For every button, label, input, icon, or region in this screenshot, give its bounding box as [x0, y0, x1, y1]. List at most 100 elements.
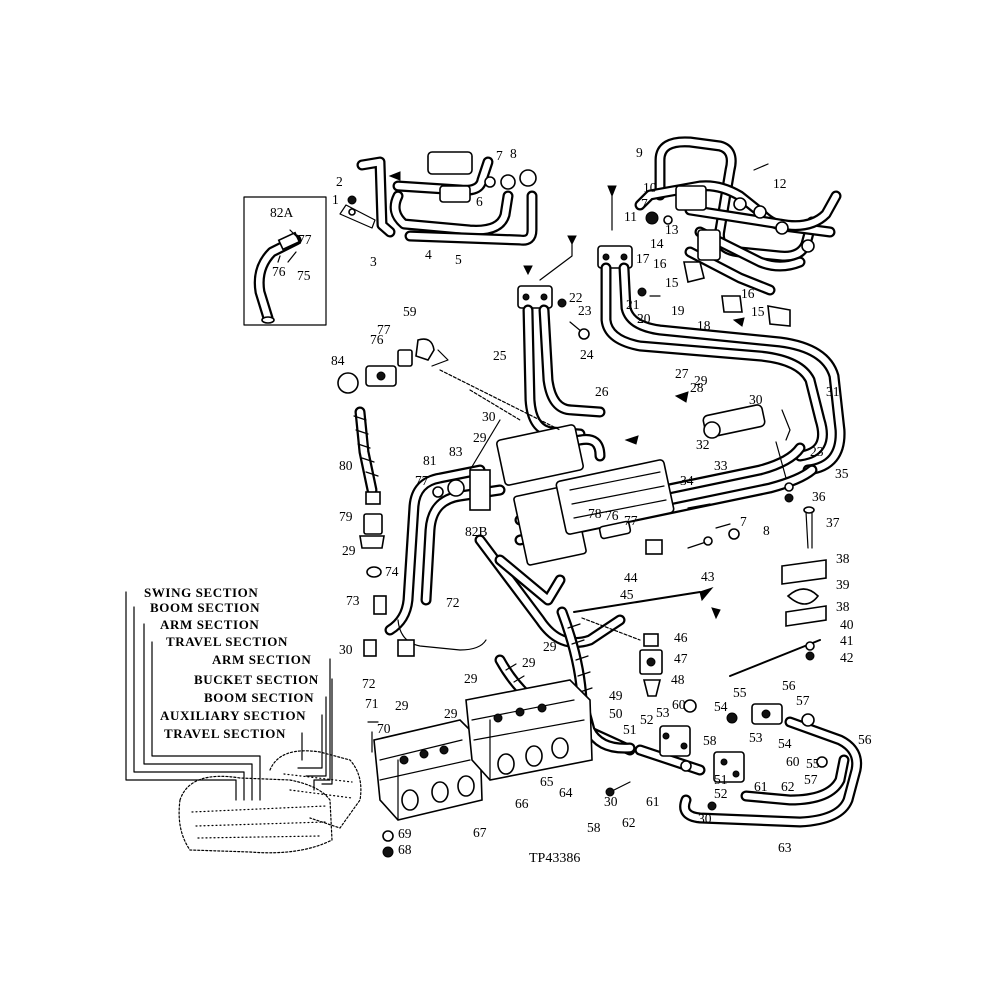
callout-number: 42 [840, 650, 854, 665]
callout-number: 29 [543, 639, 557, 654]
callout-number: 48 [671, 672, 685, 687]
callout-number: 16 [741, 286, 755, 301]
callout-number: 47 [674, 651, 688, 666]
callouts-top: 1 2 3 4 5 6 7 8 [332, 146, 517, 269]
callout-number: 39 [836, 577, 850, 592]
callout-number: 60 [672, 697, 686, 712]
callout-number: 83 [449, 444, 463, 459]
section-leader-lines [125, 591, 333, 801]
callout-number: 60 [786, 754, 800, 769]
callout-number: 5 [455, 252, 462, 267]
callout-number: 74 [385, 564, 399, 579]
callout-number: 3 [370, 254, 377, 269]
callout-number: 10 [643, 180, 657, 195]
section-label-travel: TRAVEL SECTION [166, 634, 288, 649]
callout-number: 15 [665, 275, 679, 290]
inset-label-77: 77 [298, 232, 312, 247]
callout-number: 45 [620, 587, 634, 602]
callout-number: 80 [339, 458, 353, 473]
callout-number: 56 [858, 732, 872, 747]
callout-number: 29 [464, 671, 478, 686]
callout-number: 28 [690, 380, 704, 395]
callout-number: 57 [796, 693, 810, 708]
callout-number: 81 [423, 453, 437, 468]
flow-arrows [388, 171, 745, 641]
callout-number: 17 [636, 251, 650, 266]
callout-number: 29 [395, 698, 409, 713]
callout-number: 52 [714, 786, 728, 801]
callout-number: 66 [515, 796, 529, 811]
callout-number: 30 [604, 794, 618, 809]
callout-number: 62 [781, 779, 795, 794]
callout-number: 43 [701, 569, 715, 584]
long-pilot-lines [514, 262, 846, 546]
callout-number: 37 [826, 515, 840, 530]
callout-number: 16 [653, 256, 667, 271]
control-valve-banks [367, 679, 593, 858]
callout-number: 72 [446, 595, 460, 610]
callout-number: 31 [826, 384, 840, 399]
pilot-valve-blocks [517, 245, 661, 340]
callout-number: 13 [665, 222, 679, 237]
callout-number: 29 [473, 430, 487, 445]
callout-number: 77 [377, 322, 391, 337]
callout-number: 27 [675, 366, 689, 381]
callout-number: 53 [749, 730, 763, 745]
callout-number: 71 [365, 696, 379, 711]
callout-number: 29 [342, 543, 356, 558]
callout-number: 54 [714, 699, 728, 714]
callout-number: 19 [671, 303, 685, 318]
callout-number: 21 [626, 297, 640, 312]
callout-number: 61 [754, 779, 768, 794]
callout-number: 58 [703, 733, 717, 748]
section-reference-blocks [178, 750, 362, 854]
callout-number: 78 [588, 506, 602, 521]
callout-number: 82B [465, 524, 488, 539]
callout-number: 7 [496, 148, 503, 163]
section-label-boom-2: BOOM SECTION [204, 690, 314, 705]
callout-number: 30 [749, 392, 763, 407]
inline-valve-and-fittings [639, 503, 740, 697]
callout-number: 15 [751, 304, 765, 319]
callout-number: 79 [339, 509, 353, 524]
callout-number: 62 [622, 815, 636, 830]
callout-number: 77 [624, 513, 638, 528]
callout-number: 55 [806, 756, 820, 771]
callout-number: 46 [674, 630, 688, 645]
callouts-middle: 25 26 27 28 29 30 31 32 33 34 35 23 36 5… [331, 304, 849, 558]
callout-number: 70 [377, 721, 391, 736]
callout-number: 32 [696, 437, 710, 452]
callout-number: 23 [578, 303, 592, 318]
section-label-travel-2: TRAVEL SECTION [164, 726, 286, 741]
callout-number: 7 [740, 514, 747, 529]
inset-label-82a: 82A [270, 205, 294, 220]
callout-number: 51 [623, 722, 637, 737]
callout-number: 84 [331, 353, 345, 368]
callout-number: 40 [840, 617, 854, 632]
callout-number: 38 [836, 599, 850, 614]
callout-number: 51 [714, 772, 728, 787]
section-labels: SWING SECTION BOOM SECTION ARM SECTION T… [144, 585, 318, 741]
upper-right-line-bundle [634, 136, 842, 327]
top-line-assembly [339, 151, 538, 246]
callout-number: 64 [559, 785, 573, 800]
callout-number: 41 [840, 633, 854, 648]
callout-number: 57 [804, 772, 818, 787]
callout-number: 8 [510, 146, 517, 161]
callout-number: 33 [714, 458, 728, 473]
inset-label-75: 75 [297, 268, 311, 283]
callout-number: 49 [609, 688, 623, 703]
callout-number: 61 [646, 794, 660, 809]
callout-number: 22 [569, 290, 583, 305]
inset-labels: 82A 77 76 75 [270, 205, 312, 283]
callout-number: 54 [778, 736, 792, 751]
callout-number: 73 [346, 593, 360, 608]
callout-number: 29 [522, 655, 536, 670]
callout-number: 76 [605, 508, 619, 523]
section-label-arm-2: ARM SECTION [212, 652, 311, 667]
callout-number: 11 [624, 209, 637, 224]
callout-number: 29 [444, 706, 458, 721]
callout-number: 18 [697, 318, 711, 333]
section-label-auxiliary: AUXILIARY SECTION [160, 708, 306, 723]
